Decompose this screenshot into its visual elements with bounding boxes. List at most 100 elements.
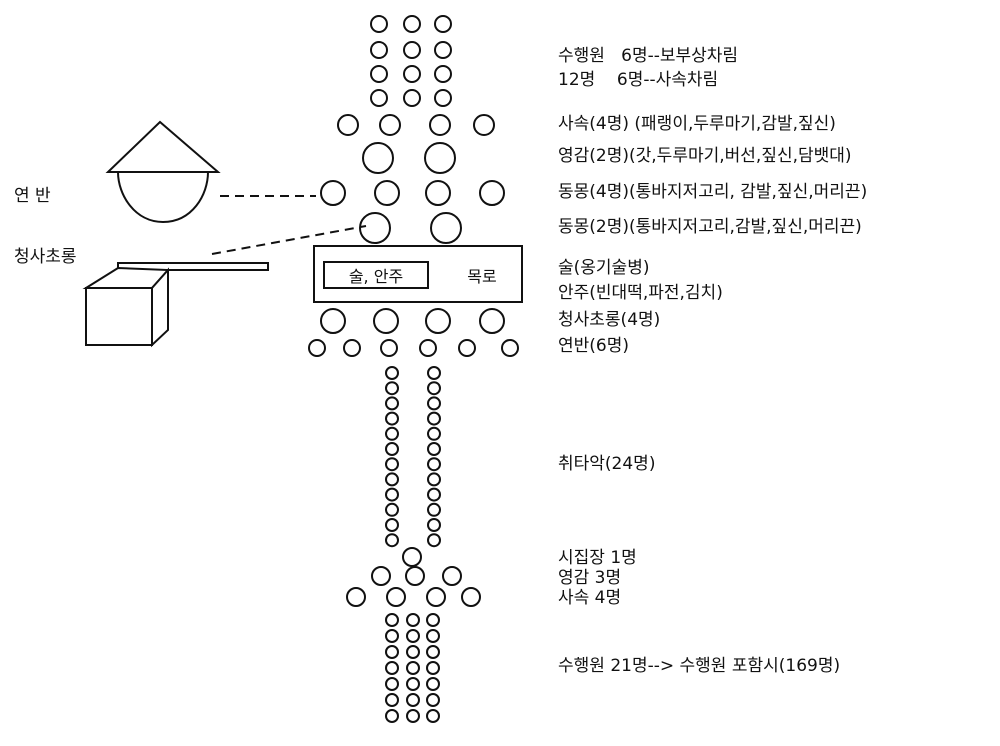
yeonggam3-circle: [371, 566, 391, 586]
dongmong2-circle: [430, 212, 462, 244]
trailing-attendant-circle: [406, 709, 420, 723]
left-label-cheongsa: 청사초롱: [14, 247, 77, 267]
trailing-attendant-circle: [426, 693, 440, 707]
chwitaak-circle: [385, 533, 399, 548]
label-sasok: 사속(4명) (패랭이,두루마기,감발,짚신): [558, 114, 836, 134]
attendant-circle: [370, 15, 388, 33]
label-sasok4: 사속 4명: [558, 588, 622, 608]
trailing-attendant-circle: [426, 709, 440, 723]
sasok4-circle: [346, 587, 366, 607]
participant-circles: [308, 15, 519, 723]
yeonggam3-circle: [442, 566, 462, 586]
attendant-circle: [370, 41, 388, 59]
chwitaak-circle: [427, 533, 441, 548]
label-total: 수행원 21명--> 수행원 포함시(169명): [558, 656, 841, 676]
yeonggam3-circle: [405, 566, 425, 586]
left-label-yeonban: 연 반: [14, 186, 51, 206]
chwitaak-circle: [427, 396, 441, 411]
box-inner-label: 술, 안주: [349, 267, 403, 286]
trailing-attendant-circle: [406, 677, 420, 691]
chwitaak-circle: [427, 457, 441, 472]
chwitaak-circle: [427, 366, 441, 380]
chwitaak-circle: [385, 396, 399, 411]
chwitaak-circle: [385, 426, 399, 441]
label-dongmong4: 동몽(4명)(통바지저고리, 감발,짚신,머리끈): [558, 182, 868, 202]
chwitaak-circle: [385, 442, 399, 456]
chwitaak-circle: [427, 411, 441, 426]
trailing-attendant-circle: [385, 661, 399, 675]
chwitaak-circle: [385, 487, 399, 502]
yeonban-roof: [105, 120, 221, 173]
yeonggam-circle: [362, 142, 394, 174]
trailing-attendant-circle: [426, 613, 440, 627]
chwitaak-circle: [427, 502, 441, 517]
trailing-attendant-circle: [406, 613, 420, 627]
lantern-box-side: [151, 267, 169, 348]
sasok4-circle: [426, 587, 446, 607]
trailing-attendant-circle: [385, 693, 399, 707]
attendant-circle: [403, 41, 421, 59]
label-chwitaak: 취타악(24명): [558, 454, 656, 474]
chwitaak-circle: [427, 442, 441, 456]
yeonban-circle: [380, 339, 398, 357]
dongmong4-circle: [320, 180, 346, 206]
sasok-circle: [337, 114, 359, 136]
chwitaak-circle: [385, 381, 399, 396]
yeonban-bowl: [117, 171, 209, 224]
mongno-box: [313, 245, 523, 303]
attendant-circle: [370, 65, 388, 83]
attendant-circle: [403, 89, 421, 107]
label-dongmong2: 동몽(2명)(통바지저고리,감발,짚신,머리끈): [558, 217, 862, 237]
trailing-attendant-circle: [406, 661, 420, 675]
yeonban-circle: [501, 339, 519, 357]
sasok-circle: [379, 114, 401, 136]
label-yeonban-count: 연반(6명): [558, 336, 630, 356]
label-yeonggam3: 영감 3명: [558, 568, 622, 588]
trailing-attendant-circle: [426, 645, 440, 659]
trailing-attendant-circle: [385, 629, 399, 643]
trailing-attendant-circle: [385, 613, 399, 627]
trailing-attendant-circle: [426, 629, 440, 643]
cheongsa-circle: [320, 308, 346, 334]
trailing-attendant-circle: [385, 677, 399, 691]
yeonban-circle: [458, 339, 476, 357]
trailing-attendant-circle: [385, 645, 399, 659]
mongno-outer-box: [313, 245, 523, 303]
cheongsa-lantern-illustration: [82, 225, 367, 348]
sasok4-circle: [386, 587, 406, 607]
label-anju: 안주(빈대떡,파전,김치): [558, 283, 723, 303]
chwitaak-circle: [385, 411, 399, 426]
label-row2: 12명 6명--사속차림: [558, 70, 719, 90]
sasok4-circle: [461, 587, 481, 607]
label-row1: 수행원 6명--보부상차림: [558, 46, 739, 66]
cheongsa-circle: [479, 308, 505, 334]
chwitaak-circle: [427, 518, 441, 532]
trailing-attendant-circle: [385, 709, 399, 723]
attendant-circle: [403, 65, 421, 83]
attendant-circle: [434, 65, 452, 83]
yeonban-circle: [343, 339, 361, 357]
attendant-circle: [434, 41, 452, 59]
cheongsa-circle: [373, 308, 399, 334]
chwitaak-circle: [385, 457, 399, 472]
lantern-connector: [211, 225, 367, 255]
chwitaak-circle: [427, 381, 441, 396]
trailing-attendant-circle: [406, 693, 420, 707]
trailing-attendant-circle: [406, 629, 420, 643]
chwitaak-circle: [427, 472, 441, 487]
attendant-circle: [434, 15, 452, 33]
attendant-circle: [434, 89, 452, 107]
label-cheongsa: 청사초롱(4명): [558, 310, 661, 330]
trailing-attendant-circle: [406, 645, 420, 659]
sasok-circle: [429, 114, 451, 136]
chwitaak-circle: [427, 487, 441, 502]
sasok-circle: [473, 114, 495, 136]
yeonggam-circle: [424, 142, 456, 174]
trailing-attendant-circle: [426, 677, 440, 691]
label-sijipjang: 시집장 1명: [558, 548, 637, 568]
label-yeonggam: 영감(2명)(갓,두루마기,버선,짚신,담뱃대): [558, 146, 852, 166]
yeonban-circle: [419, 339, 437, 357]
cheongsa-circle: [425, 308, 451, 334]
